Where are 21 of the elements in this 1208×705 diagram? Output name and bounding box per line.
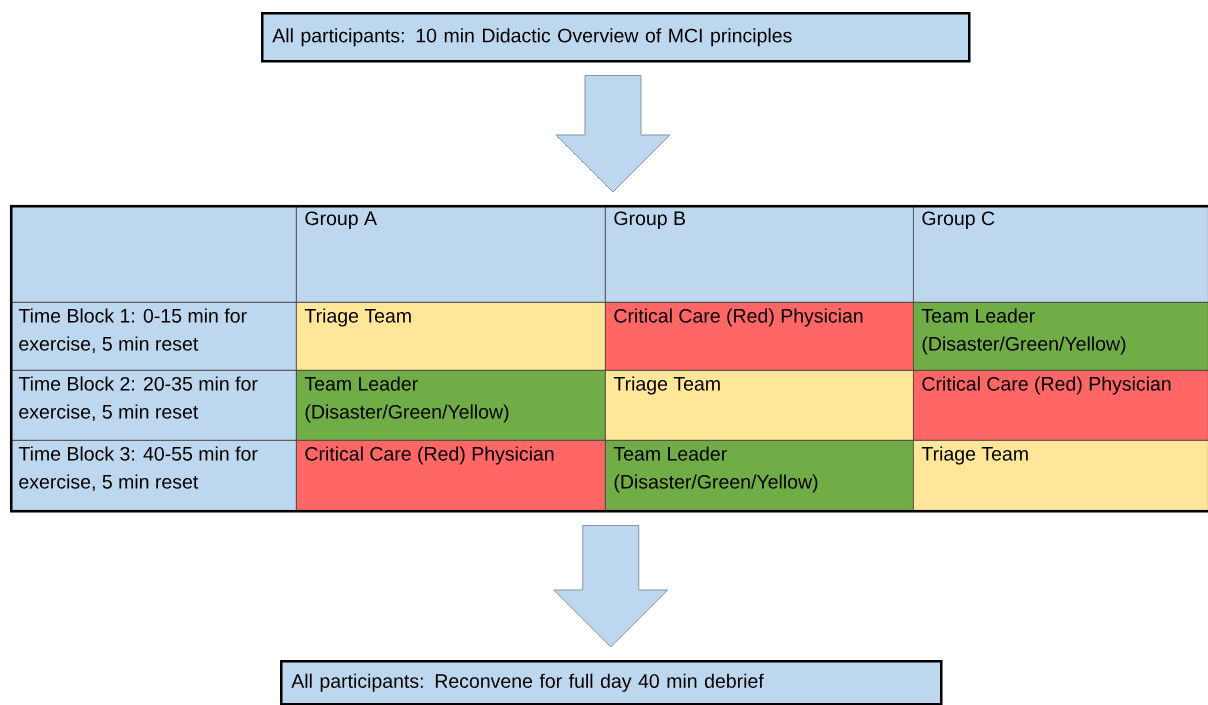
block-arrow [553, 525, 669, 648]
table-cell: Group B [605, 205, 914, 303]
block-arrow [555, 75, 671, 193]
table-cell: Critical Care (Red) Physician [605, 302, 914, 371]
table-cell: Team Leader (Disaster/Green/Yellow) [605, 440, 914, 511]
table-cell: Triage Team [296, 302, 606, 371]
text-box: All participants: Reconvene for full day 40 min debrief [280, 660, 943, 705]
table-cell: Group A [296, 205, 606, 303]
text-box: All participants: 10 min Didactic Overview of MCI principles [261, 12, 971, 63]
table-cell: Critical Care (Red) Physician [296, 440, 606, 511]
table-cell: Critical Care (Red) Physician [913, 370, 1208, 441]
table-cell: Triage Team [605, 370, 914, 441]
table-cell: Group C [913, 205, 1208, 303]
table-cell: Time Block 3: 40-55 min for exercise, 5 min reset [10, 440, 297, 511]
table-frame [10, 205, 1208, 513]
node-label: Group C [922, 211, 995, 230]
table-cell: Time Block 1: 0-15 min for exercise, 5 min reset [10, 302, 297, 371]
table-cell: Triage Team [913, 440, 1208, 511]
table-cell: Time Block 2: 20-35 min for exercise, 5 min reset [10, 370, 297, 441]
table-cell: Team Leader (Disaster/Green/Yellow) [296, 370, 606, 441]
table-cell: Team Leader (Disaster/Green/Yellow) [913, 302, 1208, 371]
